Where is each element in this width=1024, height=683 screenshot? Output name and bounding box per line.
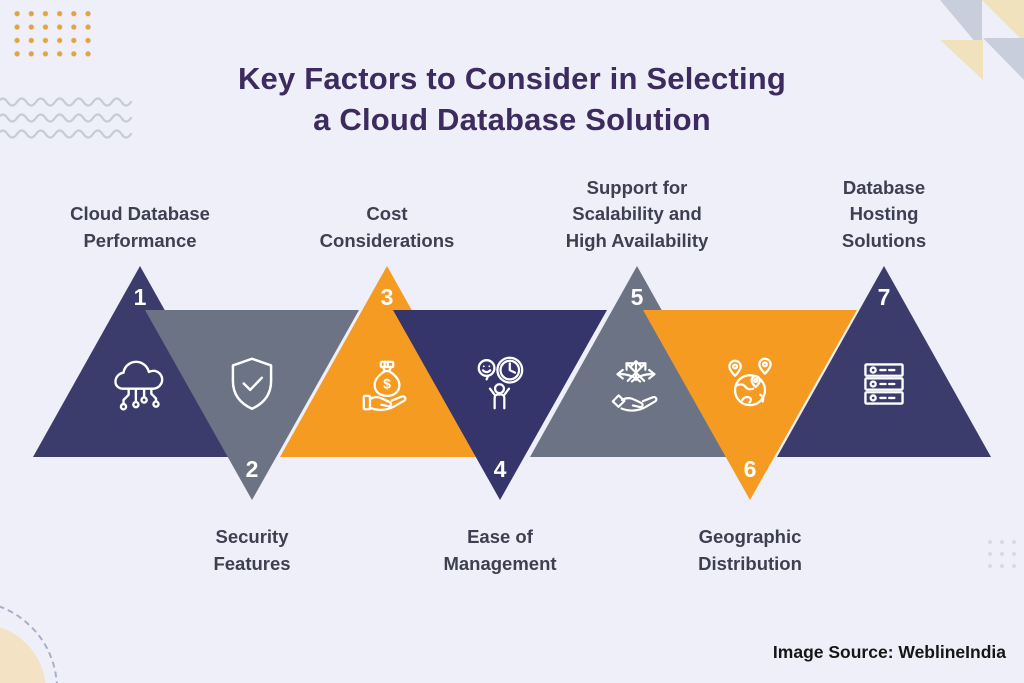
factor-number-2: 2 <box>245 456 259 482</box>
factor-label-3: Cost Considerations <box>320 201 455 254</box>
factor-label-line: Solutions <box>841 229 927 251</box>
factor-label-line: Ease of <box>467 526 533 547</box>
dot-grid-decoration-top-left <box>8 4 94 59</box>
factor-number-1: 1 <box>133 284 147 310</box>
factor-label-line: Distribution <box>698 552 802 574</box>
factor-label-4: Ease of Management <box>443 524 556 577</box>
factor-label-line: Support for <box>586 176 688 198</box>
factor-label-line: Geographic <box>698 526 802 547</box>
factor-label-line: Cost <box>366 203 408 224</box>
server-stack-icon <box>864 363 904 405</box>
factor-label-line: Hosting <box>849 203 919 224</box>
satisfaction-clock-icon <box>477 356 524 410</box>
factor-label-line: Cloud Database <box>70 203 210 224</box>
factor-label-7: Database Hosting Solutions <box>842 175 926 255</box>
zigzag-waves-decoration <box>0 97 133 139</box>
factor-number-3: 3 <box>380 284 394 310</box>
page-title-line-1: Key Factors to Consider in Selecting <box>237 61 787 96</box>
factor-label-line: High Availability <box>565 229 709 251</box>
factor-label-line: Considerations <box>319 229 455 251</box>
image-source-credit: Image Source: WeblineIndia <box>772 642 1006 662</box>
factor-label-line: Management <box>443 552 557 574</box>
scalability-arrows-icon <box>611 360 658 412</box>
factor-number-5: 5 <box>630 284 644 310</box>
factor-label-line: Features <box>213 552 291 574</box>
factor-number-6: 6 <box>743 456 757 482</box>
globe-pins-icon <box>728 357 772 407</box>
factor-label-5: Support for Scalability and High Availab… <box>566 175 709 255</box>
svg-text:$: $ <box>383 376 391 392</box>
factor-number-4: 4 <box>493 456 507 482</box>
shield-check-icon <box>231 357 273 410</box>
corner-triangles-decoration <box>940 0 1024 80</box>
page-title-line-2: a Cloud Database Solution <box>313 102 711 137</box>
dot-grid-decoration-bottom-right <box>984 536 1023 575</box>
money-hand-icon: $ <box>362 360 407 412</box>
factor-label-line: Database <box>842 176 926 198</box>
cloud-network-icon <box>114 360 164 411</box>
factor-label-1: Cloud Database Performance <box>70 201 210 254</box>
page-title: Key Factors to Consider in Selecting a C… <box>0 58 1024 140</box>
factor-label-2: Security Features <box>213 524 290 577</box>
factor-label-line: Performance <box>83 229 197 251</box>
factor-label-line: Security <box>215 526 289 547</box>
factor-label-6: Geographic Distribution <box>698 524 802 577</box>
factor-label-line: Scalability and <box>572 203 702 224</box>
factor-number-7: 7 <box>877 284 891 310</box>
